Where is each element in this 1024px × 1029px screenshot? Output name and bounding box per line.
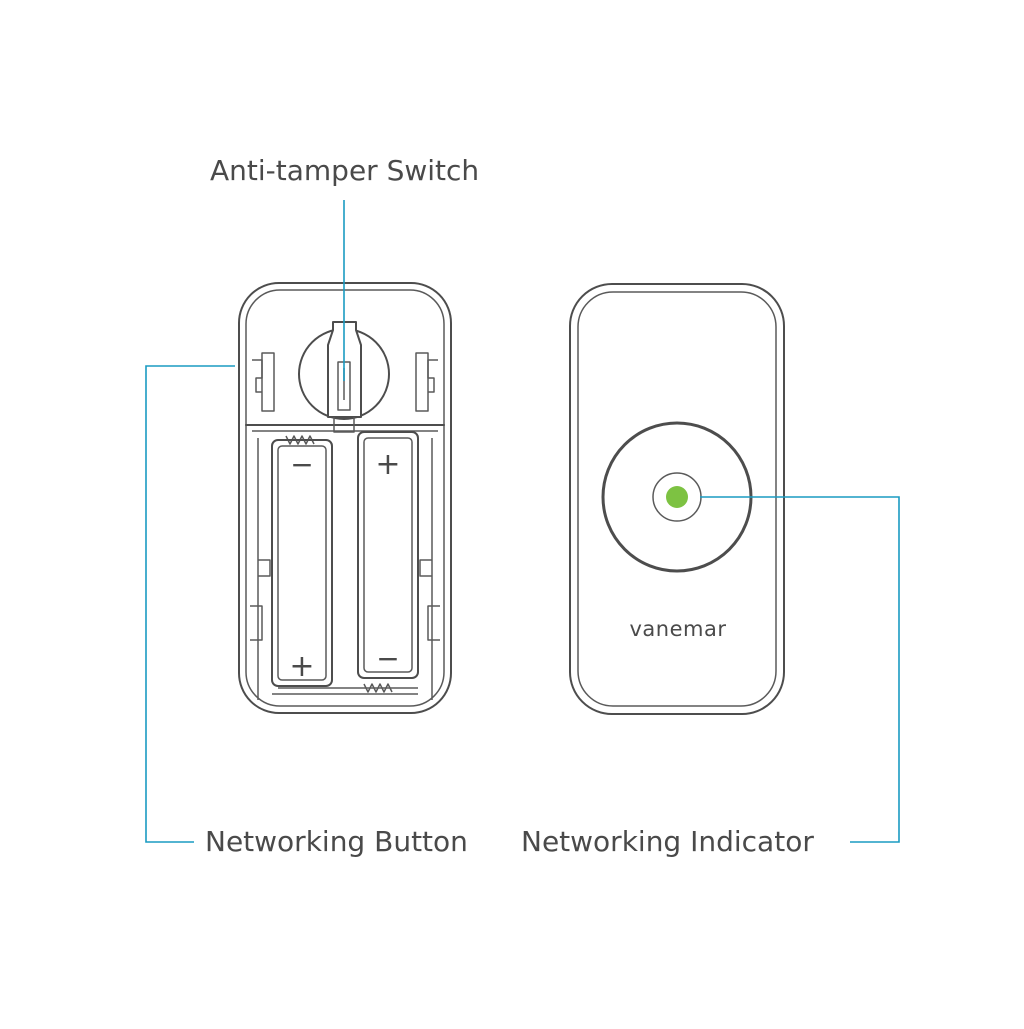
networking-button-label: Networking Button xyxy=(205,825,468,858)
battery-right-top-mark: + xyxy=(375,447,400,482)
battery-left-bottom-mark: + xyxy=(289,649,314,684)
battery-right: + − xyxy=(357,431,419,679)
anti-tamper-switch-label: Anti-tamper Switch xyxy=(210,154,480,187)
brand-logo: vanemar xyxy=(630,617,727,641)
networking-indicator-led xyxy=(666,486,688,508)
battery-left: − + xyxy=(271,439,333,687)
front-shell-inner xyxy=(577,291,777,707)
left-clip xyxy=(252,352,275,412)
back-shell-inner xyxy=(245,289,445,707)
battery-left-top-mark: − xyxy=(290,448,313,481)
device-front-view: vanemar xyxy=(569,283,785,715)
back-shell-outer xyxy=(238,282,452,714)
networking-indicator-label: Networking Indicator xyxy=(521,825,814,858)
battery-right-bottom-mark: − xyxy=(376,642,399,675)
right-clip xyxy=(415,352,438,412)
device-back-view: − + + − xyxy=(238,282,452,714)
leader-networking-indicator xyxy=(700,496,900,843)
leader-networking-button xyxy=(145,365,235,843)
front-shell-outer xyxy=(569,283,785,715)
